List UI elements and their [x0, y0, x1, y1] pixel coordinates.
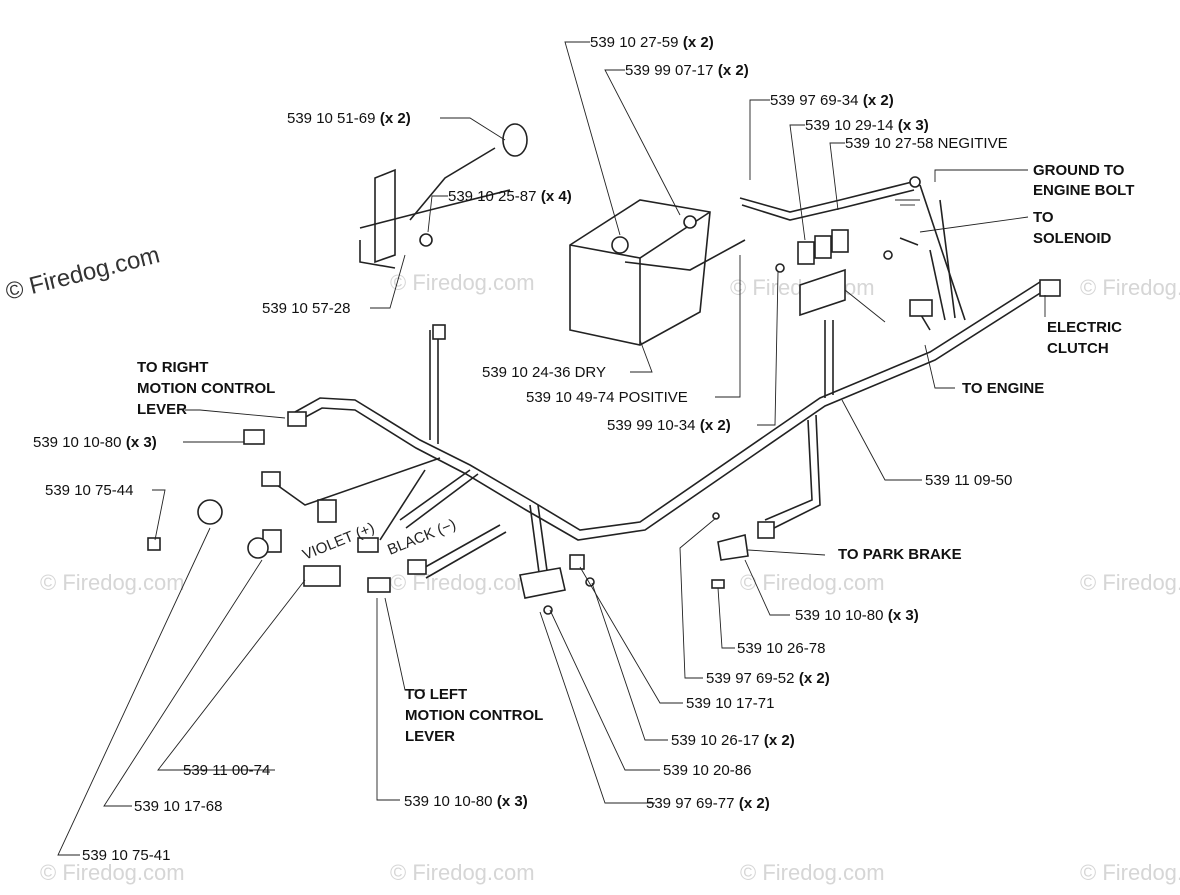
callout-part: 539 10 27-59 (x 2)	[590, 34, 714, 51]
left-lever-label: TO LEFT	[405, 686, 467, 703]
clutch-label: CLUTCH	[1047, 340, 1109, 357]
callout-part: 539 11 00-74	[183, 762, 270, 779]
callout-part: 539 97 69-34 (x 2)	[770, 92, 894, 109]
callout-part: 539 10 25-87 (x 4)	[448, 188, 572, 205]
callout-part: 539 10 26-78	[737, 640, 825, 657]
callout-part: 539 10 75-44	[45, 482, 133, 499]
right-lever-label: TO RIGHT	[137, 359, 208, 376]
destination-labels: GROUND TO ENGINE BOLT TO SOLENOID ELECTR…	[137, 162, 1134, 745]
watermark: © Firedog.com	[40, 570, 185, 595]
solenoid-label: SOLENOID	[1033, 230, 1112, 247]
callout-part: 539 10 57-28	[262, 300, 350, 317]
watermark-main: © Firedog.com	[3, 241, 163, 305]
watermark: © Firedog.com	[1080, 570, 1180, 595]
watermark: © Firedog.com	[390, 270, 535, 295]
callout-part: 539 10 24-36 DRY	[482, 364, 606, 381]
battery	[569, 181, 915, 346]
right-lever-label: LEVER	[137, 401, 187, 418]
callout-part: 539 10 26-17 (x 2)	[671, 732, 795, 749]
watermark: © Firedog.com	[740, 860, 885, 885]
part-callouts: 539 10 27-59 (x 2) 539 99 07-17 (x 2) 53…	[33, 34, 1012, 864]
left-lever-label: LEVER	[405, 728, 455, 745]
ground-label: ENGINE BOLT	[1033, 182, 1134, 199]
switch-bracket	[359, 123, 528, 269]
callout-part: 539 97 69-77 (x 2)	[646, 795, 770, 812]
callout-part: 539 10 10-80 (x 3)	[33, 434, 157, 451]
callout-part: 539 99 10-34 (x 2)	[607, 417, 731, 434]
callout-part: 539 10 17-68	[134, 798, 222, 815]
callout-part: 539 11 09-50	[925, 472, 1012, 489]
connectors	[147, 176, 1061, 615]
watermark: © Firedog.com	[740, 570, 885, 595]
callout-part: 539 97 69-52 (x 2)	[706, 670, 830, 687]
callout-part: 539 10 10-80 (x 3)	[795, 607, 919, 624]
callout-part: 539 10 29-14 (x 3)	[805, 117, 929, 134]
park-brake-label: TO PARK BRAKE	[838, 546, 962, 563]
callout-part: 539 10 17-71	[686, 695, 774, 712]
callout-part: 539 99 07-17 (x 2)	[625, 62, 749, 79]
watermark: © Firedog.com	[1080, 860, 1180, 885]
clutch-label: ELECTRIC	[1047, 319, 1122, 336]
wire-color-labels: VIOLET (+) BLACK (−)	[300, 516, 458, 564]
engine-label: TO ENGINE	[962, 380, 1044, 397]
callout-part: 539 10 27-58 NEGITIVE	[845, 135, 1008, 152]
callout-part: 539 10 20-86	[663, 762, 751, 779]
callout-part: 539 10 75-41	[82, 847, 170, 864]
black-wire-label: BLACK (−)	[385, 516, 458, 559]
callout-part: 539 10 49-74 POSITIVE	[526, 389, 688, 406]
watermark: © Firedog.com	[1080, 275, 1180, 300]
watermark: © Firedog.com	[40, 860, 185, 885]
relay-bracket	[775, 229, 886, 323]
watermark: © Firedog.com	[390, 860, 535, 885]
callout-part: 539 10 51-69 (x 2)	[287, 110, 411, 127]
watermarks: © Firedog.com © Firedog.com © Firedog.co…	[3, 241, 1180, 885]
ground-label: GROUND TO	[1033, 162, 1125, 179]
wire-harness	[269, 184, 1046, 581]
left-lever-label: MOTION CONTROL	[405, 707, 543, 724]
leader-lines	[57, 41, 1046, 856]
solenoid-label: TO	[1033, 209, 1054, 226]
callout-part: 539 10 10-80 (x 3)	[404, 793, 528, 810]
right-lever-label: MOTION CONTROL	[137, 380, 275, 397]
